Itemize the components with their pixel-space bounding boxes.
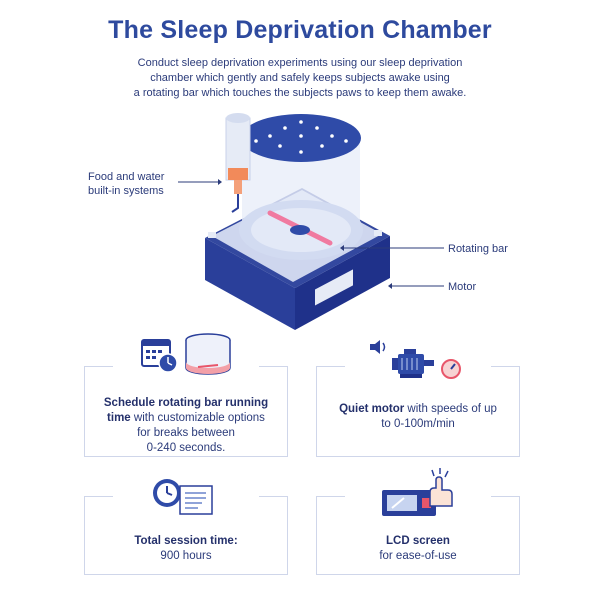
intro-text: Conduct sleep deprivation experiments us… — [133, 57, 467, 99]
callout-food-water: Food and water built-in systems — [88, 171, 165, 197]
callout-line-motor — [388, 283, 444, 289]
callout-line-food — [178, 179, 222, 185]
speaker-icon — [370, 340, 386, 354]
calendar-icon — [141, 339, 178, 373]
lcd-screen-icon — [382, 490, 436, 516]
hand-touch-icon — [429, 468, 453, 507]
callout-rotating-bar: Rotating bar — [448, 243, 508, 255]
gauge-icon — [441, 359, 461, 379]
callout-motor: Motor — [448, 281, 477, 293]
document-icon — [179, 485, 213, 515]
page-title: The Sleep Deprivation Chamber — [108, 16, 492, 44]
chamber-cylinder-icon — [185, 333, 231, 375]
callout-line-bar — [340, 245, 444, 251]
clock-icon — [153, 479, 181, 507]
feature-card-motor: Quiet motor with speeds of up to 0-100m/… — [316, 366, 520, 457]
motor-icon — [392, 349, 434, 378]
chamber-illustration — [205, 113, 390, 330]
feature-card-schedule: Schedule rotating bar running time with … — [84, 366, 288, 457]
